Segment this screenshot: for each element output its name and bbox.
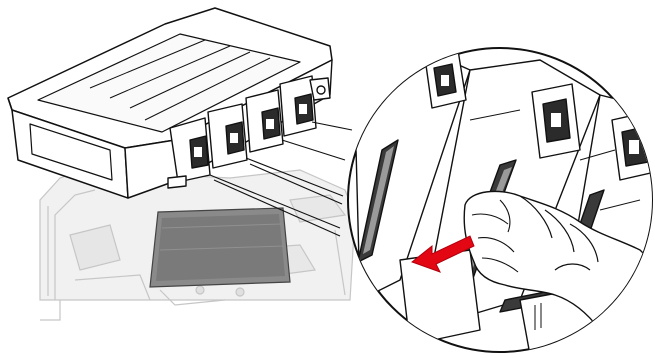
cartridge-holder-3 (246, 90, 283, 152)
contact-clip-2 (532, 84, 580, 158)
transfer-belt (150, 208, 290, 287)
contact-clip-3 (612, 112, 655, 180)
cartridge-holder-2 (208, 104, 247, 168)
callout-line-4 (312, 122, 352, 130)
contact-clip-1 (425, 50, 466, 108)
callout-line-3 (282, 140, 345, 160)
